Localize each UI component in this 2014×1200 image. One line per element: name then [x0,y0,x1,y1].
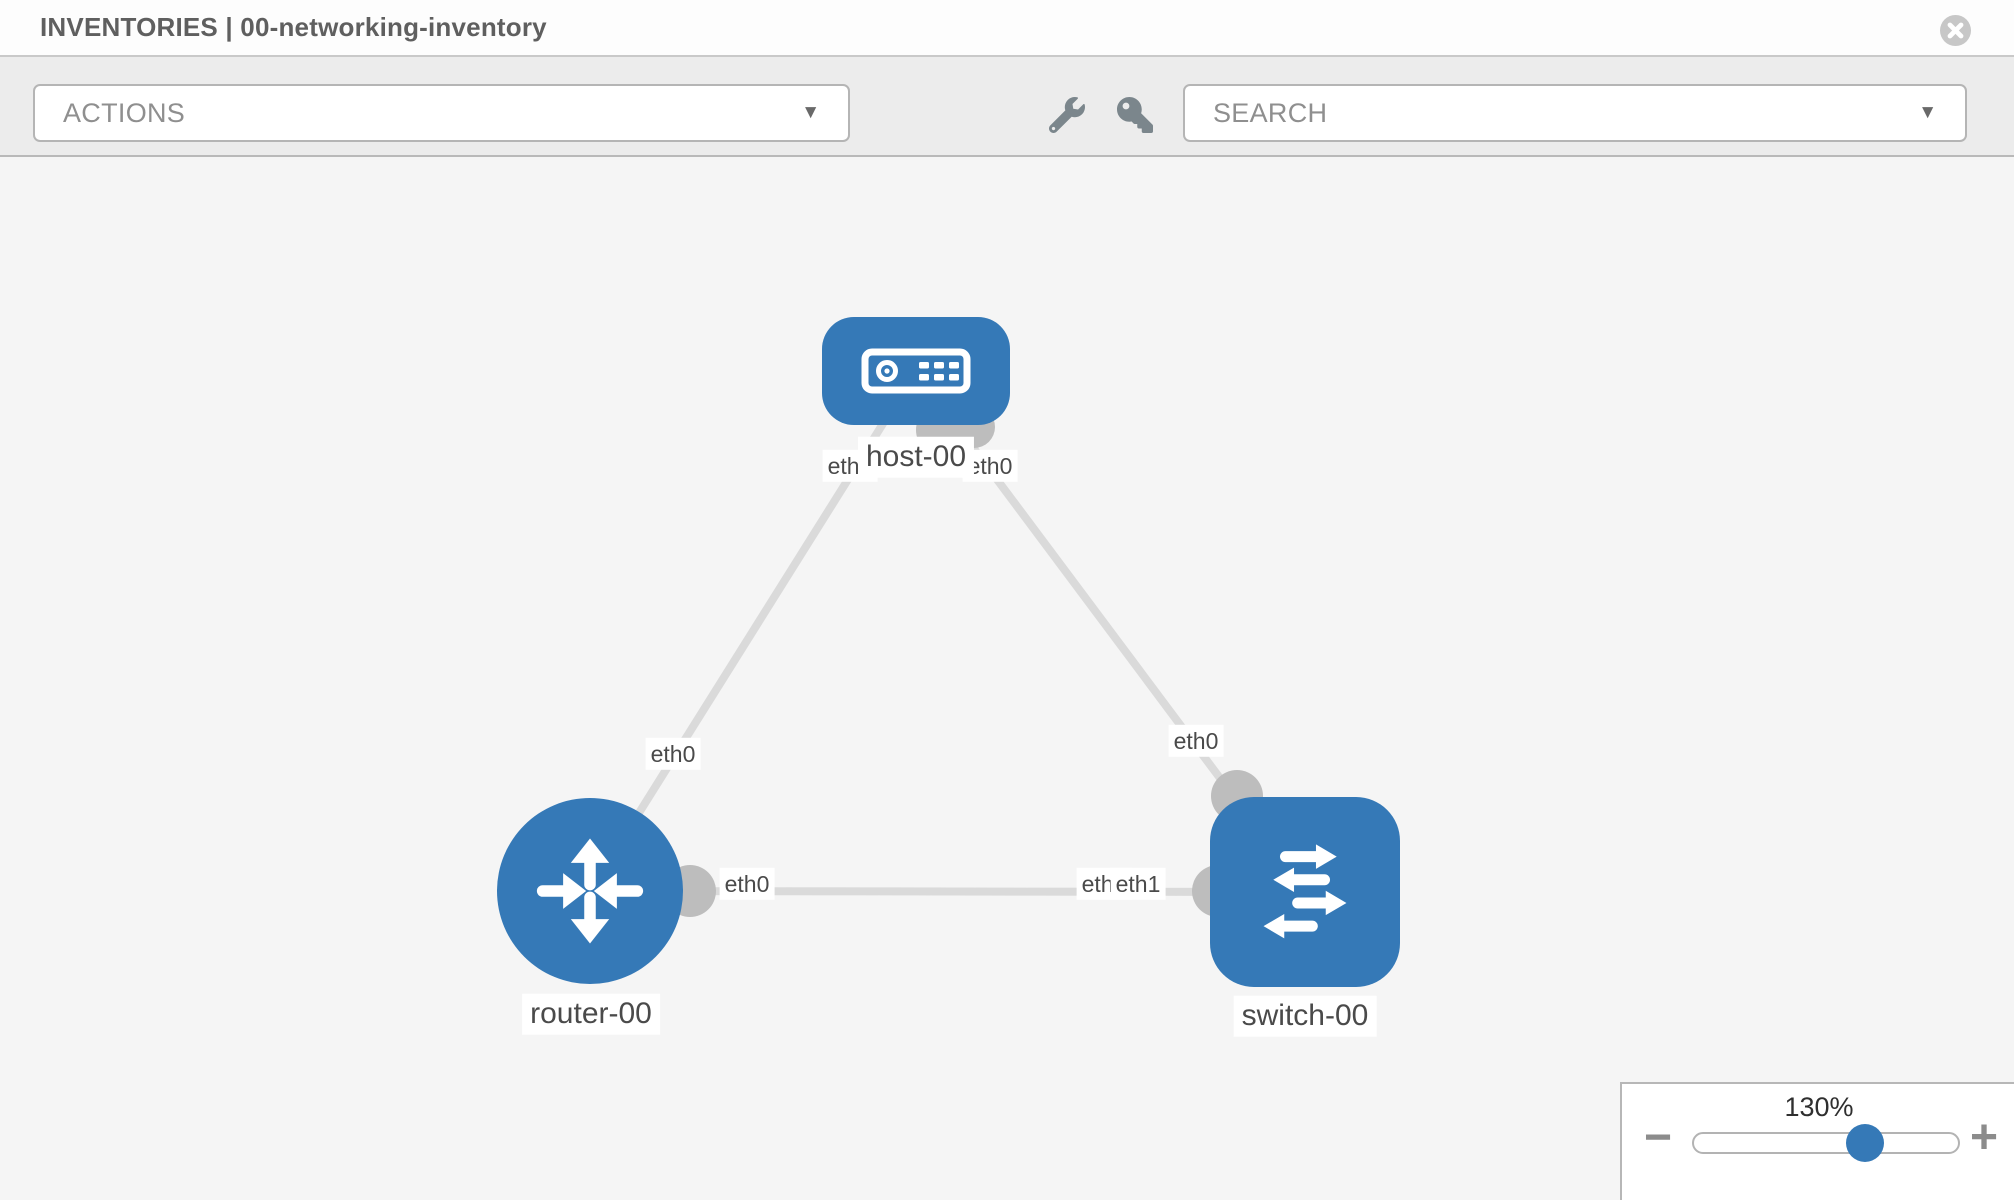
credentials-button[interactable] [1117,97,1153,133]
node-router-00[interactable] [497,798,683,984]
search-dropdown-label: SEARCH [1213,98,1328,128]
if-label-host-to-router-router-end: eth0 [645,737,701,771]
tools-button[interactable] [1049,97,1085,133]
zoom-in-button[interactable]: + [1970,1111,1999,1164]
zoom-level: 130% [1784,1092,1854,1122]
node-label-router-00: router-00 [522,993,660,1035]
topology-links-layer [586,368,1309,917]
zoom-panel: 130% − + [1620,1082,2014,1200]
if-label-router-to-switch-switch-end: eth1 [1110,867,1166,901]
topology-canvas[interactable]: eth0 eth0 eth0 eth0 eth0 eth0 eth1 host-… [0,157,2014,1200]
chevron-down-icon: ▼ [1918,102,1937,123]
node-switch-00[interactable] [1210,797,1400,987]
node-label-switch-00: switch-00 [1233,995,1377,1037]
page-title: INVENTORIES | 00-networking-inventory [40,12,547,42]
header: INVENTORIES | 00-networking-inventory [0,0,2014,57]
search-dropdown[interactable]: SEARCH ▼ [1183,84,1967,142]
actions-dropdown-label: ACTIONS [63,98,186,128]
zoom-slider-track[interactable] [1692,1132,1960,1154]
key-icon [1117,97,1153,133]
if-label-router-to-switch-router-end: eth0 [719,867,775,901]
node-label-host-00: host-00 [857,436,975,478]
chevron-down-icon: ▼ [801,102,820,123]
toolbar: ACTIONS ▼ SEARCH ▼ [0,57,2014,157]
close-icon [1947,22,1964,39]
actions-dropdown[interactable]: ACTIONS ▼ [33,84,850,142]
switch-icon [1263,844,1347,939]
wrench-icon [1049,97,1085,133]
if-label-host-to-switch-switch-end: eth0 [1168,724,1224,758]
zoom-out-button[interactable]: − [1644,1111,1673,1164]
router-icon [536,838,644,944]
close-button[interactable] [1940,15,1971,46]
host-icon [861,348,971,394]
node-host-00[interactable] [822,317,1010,425]
zoom-slider-thumb[interactable] [1846,1124,1884,1162]
